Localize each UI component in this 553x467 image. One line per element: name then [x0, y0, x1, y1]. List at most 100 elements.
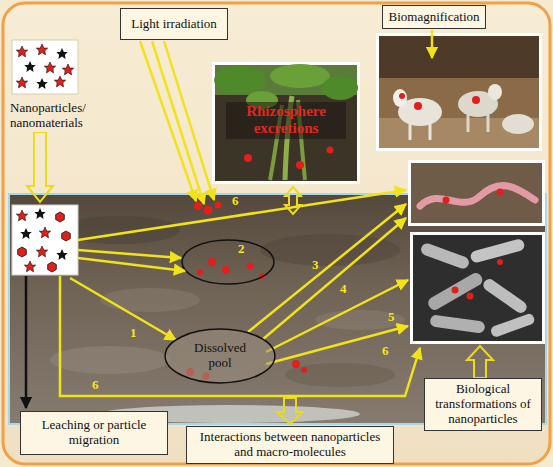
pathway-arrow	[140, 41, 196, 201]
rhizosphere-photo	[270, 64, 330, 88]
nanoparticle-inset	[16, 46, 27, 57]
hollow-arrow	[285, 187, 301, 214]
bacteria-photo	[413, 235, 542, 341]
nanoparticle-cluster	[48, 262, 57, 272]
nanoparticle-cluster	[12, 205, 78, 275]
rhizosphere-photo	[322, 76, 358, 100]
process-box: Leaching or particle migration	[20, 411, 168, 455]
pathway-arrow	[60, 276, 420, 396]
bacteria-photo	[429, 314, 485, 334]
earthworm-photo	[411, 163, 542, 223]
nanoparticle-cluster	[56, 212, 65, 222]
nanoparticle-inset	[36, 44, 47, 55]
sheep-photo	[399, 93, 405, 99]
pathway-arrow	[266, 280, 408, 352]
bacteria-photo	[410, 232, 545, 344]
region-ellipse	[182, 240, 274, 284]
pathway-arrow	[78, 250, 181, 258]
particle-dots	[204, 206, 213, 215]
nanoparticle-inset	[36, 78, 47, 89]
callout-number: 1	[130, 326, 137, 341]
particle-dots	[292, 360, 300, 368]
nanoparticle-inset	[16, 77, 27, 88]
pathway-arrow	[266, 326, 408, 364]
rhizosphere-photo	[296, 161, 304, 169]
nanoparticle-cluster	[16, 210, 27, 221]
nanoparticle-cluster	[62, 231, 71, 241]
node-text: Biological transformations of nanopartic…	[431, 382, 535, 427]
particle-dots	[194, 202, 202, 210]
nanoparticle-cluster	[20, 228, 31, 239]
process-box: Light irradiation	[120, 8, 228, 40]
photo-panel: Rhizosphere excretions	[212, 62, 360, 184]
bacteria-photo	[481, 277, 529, 316]
pathway-arrow	[78, 258, 185, 271]
sheep-photo	[502, 114, 534, 134]
leaching-arrow	[25, 276, 28, 408]
nanoparticle-inset	[62, 64, 73, 75]
earthworm-photo	[408, 160, 545, 226]
sheep-photo	[379, 36, 539, 148]
pathway-arrow	[70, 278, 176, 340]
rhizosphere-photo	[214, 66, 266, 94]
nanoparticle-cluster	[18, 247, 27, 257]
bacteria-photo	[452, 287, 459, 294]
sheep-photo	[429, 124, 432, 140]
callout-number: 6	[382, 344, 389, 359]
sheep-photo	[379, 36, 539, 78]
sheep-photo	[487, 115, 490, 132]
nanoparticle-inset	[12, 40, 78, 94]
callout-number: 4	[340, 282, 347, 297]
bacteria-photo	[490, 312, 536, 338]
soil-photo	[285, 363, 395, 387]
nanoparticle-cluster	[12, 205, 78, 275]
earthworm-photo	[408, 160, 545, 226]
bacteria-photo	[410, 232, 545, 344]
nanoparticle-inset	[56, 48, 67, 59]
pathway-arrow	[164, 41, 214, 200]
hollow-arrow	[277, 398, 303, 424]
pathway-arrow	[78, 190, 406, 240]
rhizosphere-photo	[244, 154, 252, 162]
bacteria-photo	[497, 259, 503, 265]
nanoparticle-inset	[12, 40, 78, 94]
hollow-arrow	[27, 132, 53, 202]
node-text: Leaching or particle migration	[27, 418, 161, 448]
leaching-arrow	[26, 276, 27, 408]
node-text: Dissolved pool	[183, 341, 257, 371]
sheep-photo	[393, 89, 407, 107]
bacteria-photo	[469, 238, 525, 264]
region-ellipse	[182, 240, 274, 284]
pathway-arrow	[60, 30, 432, 396]
node-text: Light irradiation	[131, 17, 217, 32]
rhizosphere-photo	[212, 62, 360, 184]
sheep-photo	[376, 33, 542, 151]
earthworm-photo	[420, 186, 535, 206]
bacteria-photo	[426, 271, 484, 312]
callout-number: 6	[232, 194, 239, 209]
callout-number: 3	[312, 258, 319, 273]
caption-label: Nanoparticles/ nanomaterials	[8, 100, 104, 132]
nanoparticle-cluster	[24, 261, 35, 272]
soil-photo	[50, 346, 170, 374]
process-box: Biomagnification	[382, 5, 486, 29]
hollow-arrow	[467, 346, 493, 378]
nanoparticle-cluster	[56, 249, 67, 260]
nanoparticle-cluster	[39, 227, 50, 238]
soil-photo	[260, 234, 400, 266]
callout-number: 6	[92, 378, 99, 393]
sheep-photo	[376, 33, 542, 151]
page-background	[3, 3, 550, 464]
ellipse-outline	[165, 329, 275, 383]
pathway-arrow	[262, 218, 406, 340]
particle-dots	[215, 202, 222, 209]
rhizosphere-photo	[212, 62, 360, 184]
rhizosphere-photo	[215, 65, 357, 181]
node-text: Rhizosphere excretions	[226, 102, 346, 139]
particle-dots	[247, 263, 254, 270]
soil-photo	[100, 288, 200, 312]
callout-number: 2	[238, 242, 245, 257]
